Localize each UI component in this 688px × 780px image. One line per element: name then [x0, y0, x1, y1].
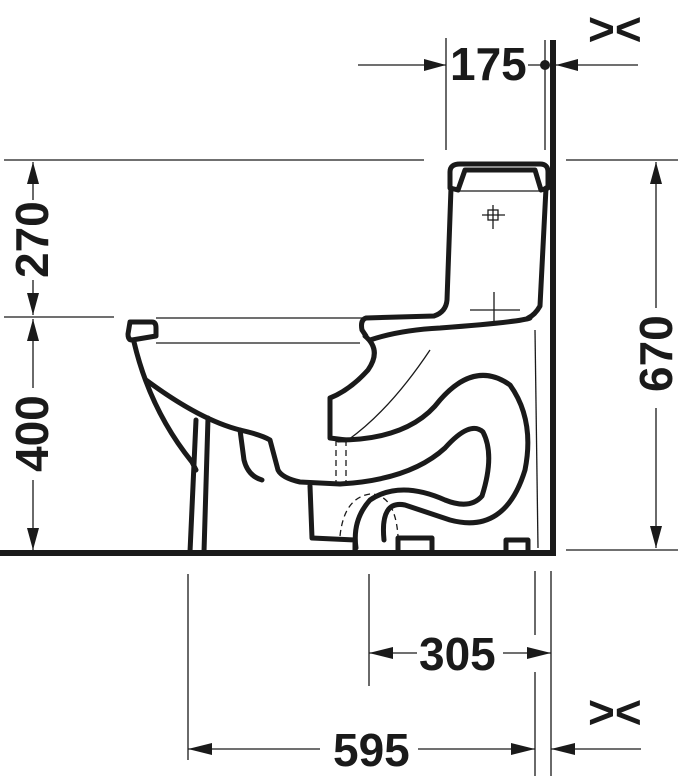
bowl-inner — [143, 377, 343, 487]
trapway-outer — [335, 372, 531, 543]
dim-400-label: 400 — [6, 395, 58, 472]
dim-305-label: 305 — [419, 628, 496, 680]
min-symbol-top: >< — [588, 3, 642, 55]
bowl-back-rim — [327, 333, 377, 443]
tank-front — [359, 185, 454, 339]
dim-670-label: 670 — [630, 315, 682, 392]
dimension-305: 305 — [369, 628, 551, 680]
rim-channel — [367, 315, 533, 343]
dimension-175: 175 >< — [358, 3, 642, 150]
floor-and-wall — [0, 40, 556, 556]
outlet-hidden-line — [339, 493, 399, 537]
bowl-well — [237, 427, 265, 483]
tank-lid — [447, 161, 551, 193]
min-symbol-bottom: >< — [588, 686, 642, 738]
dim-175-label: 175 — [450, 38, 527, 90]
bowl-outer-front — [131, 339, 199, 473]
dimension-670: 670 — [566, 159, 682, 551]
back-line — [534, 329, 539, 549]
pedestal-front — [187, 417, 199, 555]
tank-back — [525, 185, 549, 321]
base-front — [307, 483, 358, 555]
toilet-outline — [125, 161, 551, 555]
seat-front — [125, 319, 159, 343]
trapway-inner — [337, 426, 492, 551]
foot-1 — [395, 535, 435, 555]
dimension-270: 270 — [6, 162, 58, 315]
dimension-400: 400 — [6, 319, 58, 550]
dimension-595: 595 >< — [188, 686, 642, 776]
foot-2 — [503, 537, 531, 555]
pedestal-inner — [201, 415, 211, 555]
dim-595-label: 595 — [333, 724, 410, 776]
dim-270-label: 270 — [6, 201, 58, 278]
